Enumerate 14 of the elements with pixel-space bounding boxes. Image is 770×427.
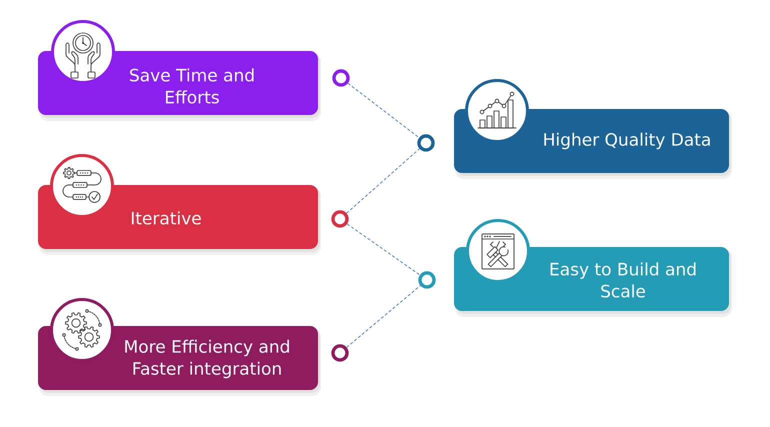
process-box: Iterative: [38, 184, 321, 255]
ring-marker: [331, 210, 349, 228]
dashed-line: [346, 148, 420, 214]
process-box: Easy to Build and Scale: [454, 246, 732, 317]
process-box: Higher Quality Data: [454, 108, 732, 179]
ring-marker: [418, 271, 436, 289]
ring-marker: [417, 134, 435, 152]
dashed-line: [346, 285, 421, 348]
ring-marker: [332, 69, 350, 87]
dashed-line: [346, 224, 420, 276]
dashed-line: [348, 82, 420, 138]
ring-marker: [331, 344, 349, 362]
process-box: Save Time and Efforts: [38, 51, 321, 121]
process-box: More Efficiency and Faster integration: [38, 326, 321, 396]
